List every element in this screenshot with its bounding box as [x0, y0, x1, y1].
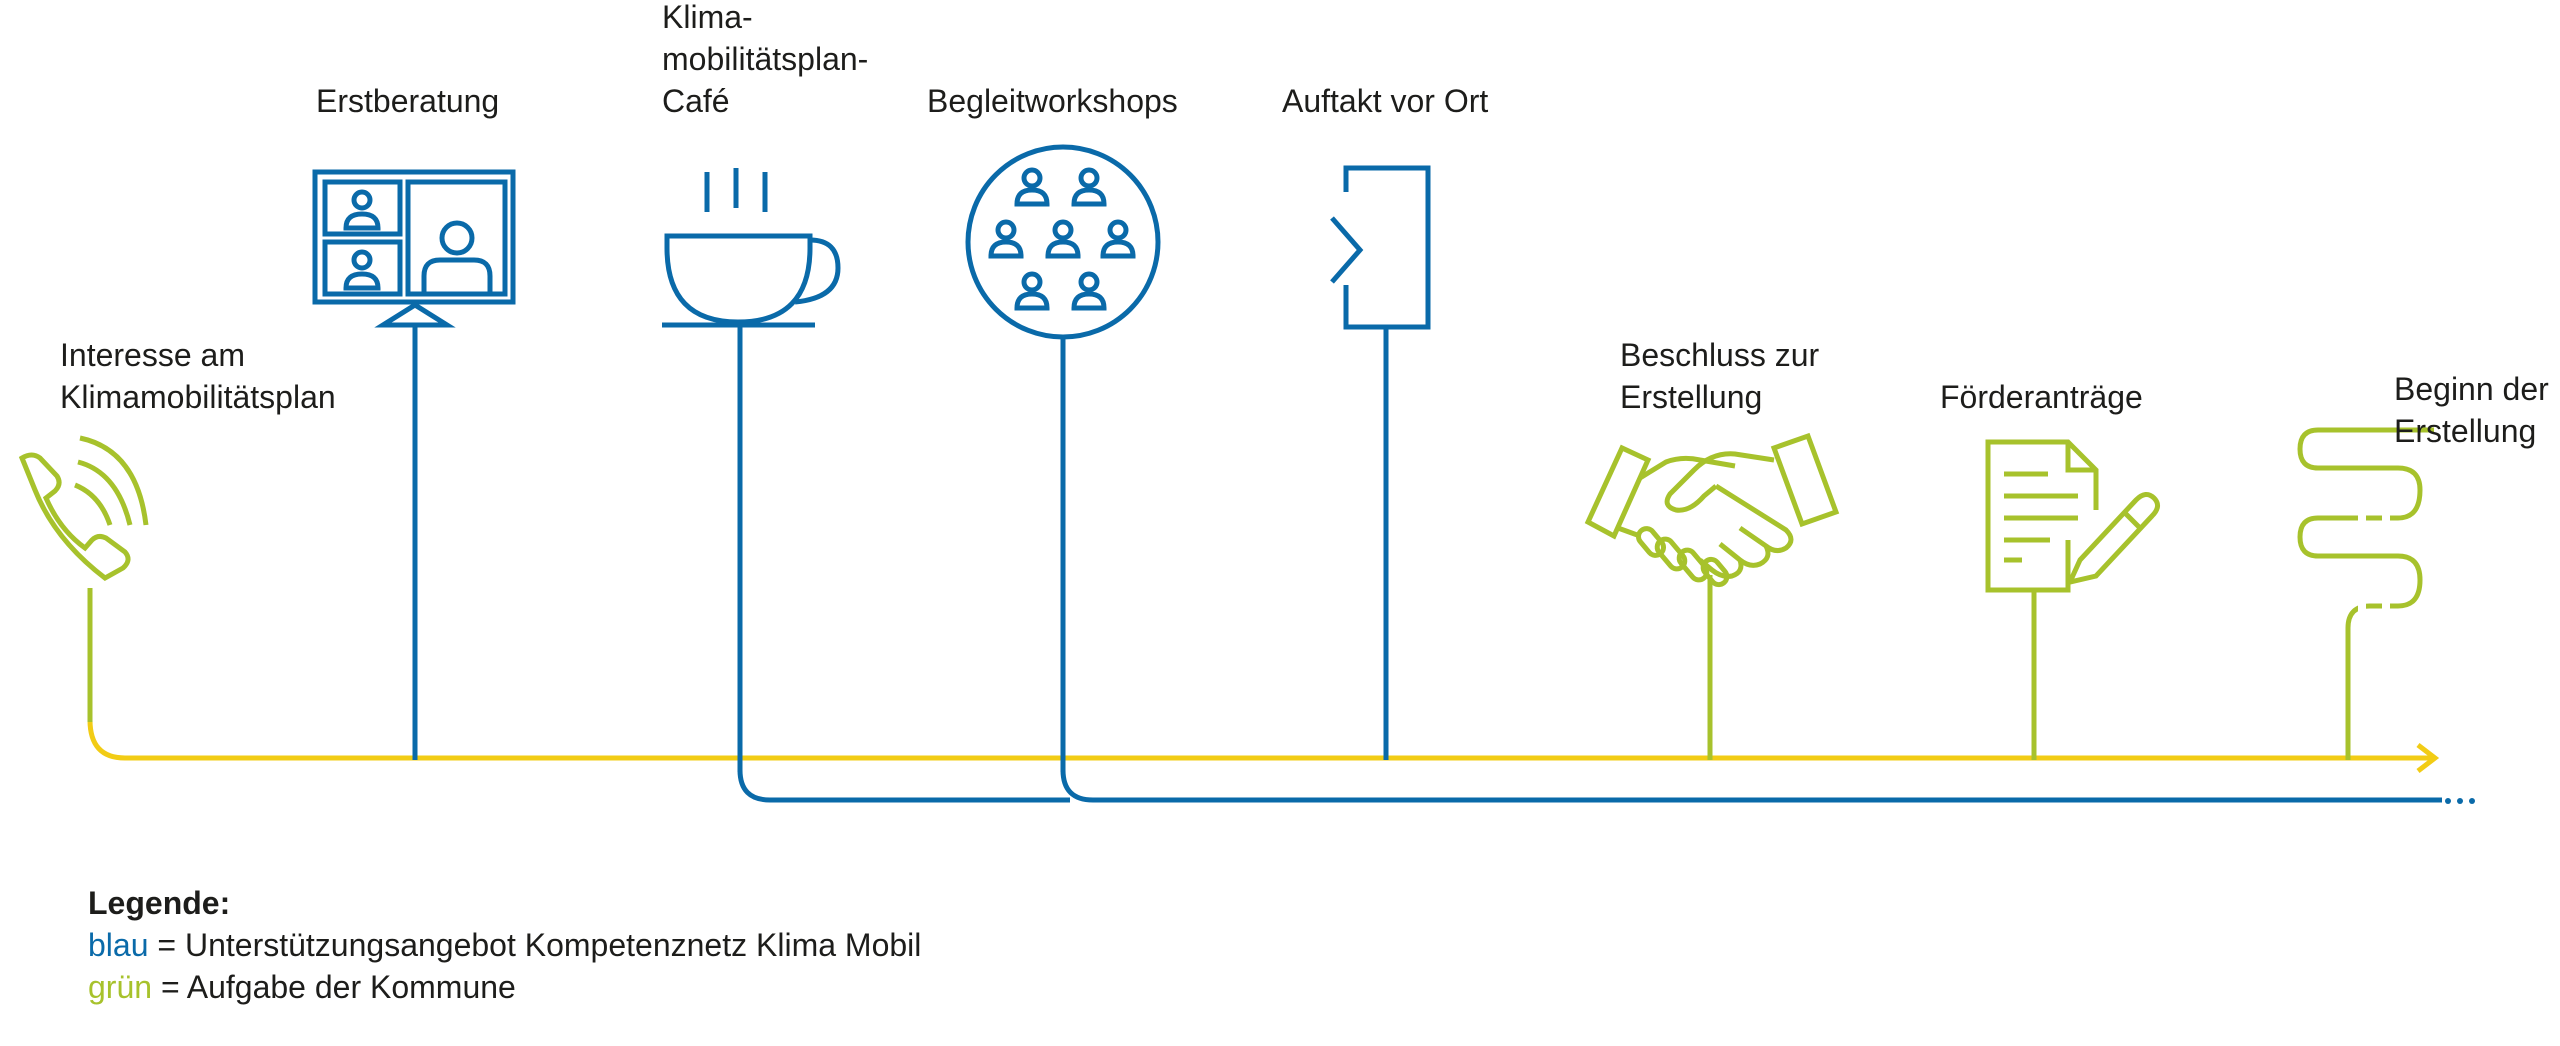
legend-blue-key: blau — [88, 927, 149, 963]
label-cafe-line2: mobilitätsplan- — [662, 41, 869, 77]
label-cafe: Klima- mobilitätsplan- Café — [662, 0, 868, 122]
legend-green-key: grün — [88, 969, 153, 1005]
document-pen-icon — [1985, 439, 2160, 593]
winding-path-icon — [2297, 427, 2434, 760]
door-entry-icon — [1330, 165, 1431, 330]
label-cafe-line3: Café — [662, 83, 730, 119]
label-interesse-line1: Interesse am — [60, 337, 245, 373]
label-begleitworkshops-line1: Begleitworkshops — [927, 83, 1178, 119]
branch-line-workshops — [1060, 769, 2442, 803]
label-beginn: Beginn der Erstellung — [2394, 368, 2549, 452]
label-auftakt-line1: Auftakt vor Ort — [1282, 83, 1489, 119]
group-icon — [965, 144, 1161, 340]
path-dash-gaps — [2358, 512, 2390, 612]
legend-row-blue: blau = Unterstützungsangebot Kompetenzne… — [88, 924, 921, 966]
label-beginn-line1: Beginn der — [2394, 371, 2549, 407]
label-auftakt: Auftakt vor Ort — [1282, 80, 1488, 122]
label-beschluss-line1: Beschluss zur — [1620, 337, 1820, 373]
legend: Legende: blau = Unterstützungsangebot Ko… — [88, 882, 921, 1008]
label-interesse: Interesse am Klimamobilitätsplan — [60, 334, 336, 418]
branch-line-cafe — [737, 769, 1070, 803]
label-beschluss: Beschluss zur Erstellung — [1620, 334, 1819, 418]
label-foerder-line1: Förderanträge — [1940, 379, 2143, 415]
label-beschluss-line2: Erstellung — [1620, 379, 1763, 415]
coffee-cup-icon — [662, 168, 841, 328]
label-interesse-line2: Klimamobilitätsplan — [60, 379, 336, 415]
legend-green-text: = Aufgabe der Kommune — [160, 969, 516, 1005]
label-beginn-line2: Erstellung — [2394, 413, 2537, 449]
video-call-icon — [312, 169, 516, 328]
handshake-icon — [1584, 432, 1840, 588]
label-begleitworkshops: Begleitworkshops — [927, 80, 1178, 122]
legend-blue-text: = Unterstützungsangebot Kompetenznetz Kl… — [157, 927, 922, 963]
phone-icon — [18, 435, 149, 581]
label-cafe-line1: Klima- — [662, 0, 753, 35]
continuation-dots — [2445, 798, 2475, 804]
timeline-arrowhead — [2416, 743, 2440, 773]
legend-row-green: grün = Aufgabe der Kommune — [88, 966, 921, 1008]
label-erstberatung: Erstberatung — [316, 80, 499, 122]
legend-title: Legende: — [88, 885, 231, 921]
main-timeline — [87, 719, 2435, 761]
label-foerder: Förderanträge — [1940, 376, 2143, 418]
label-erstberatung-line1: Erstberatung — [316, 83, 500, 119]
